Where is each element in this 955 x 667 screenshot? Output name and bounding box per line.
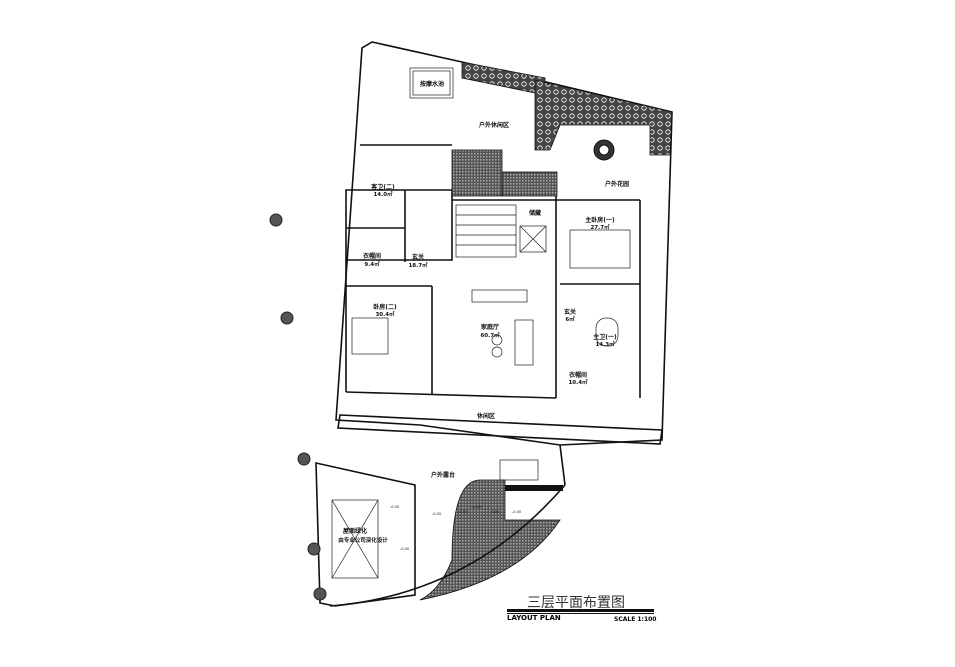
level-mark: -0.00 — [512, 510, 521, 514]
level-mark: -0.00 — [490, 510, 499, 514]
paved-area — [451, 149, 503, 197]
level-mark: -0.00 — [390, 505, 399, 509]
room-label: 户外休闲区 — [479, 121, 509, 129]
sofa — [514, 319, 534, 366]
island-counter — [471, 289, 528, 303]
planter-right — [534, 79, 673, 156]
room-area: 14.3㎡ — [595, 340, 615, 348]
level-mark: -0.00 — [458, 510, 467, 514]
room-area: 9.4㎡ — [364, 260, 380, 268]
title-underline — [507, 609, 654, 612]
drawing-title: 三层平面布置图 — [527, 595, 625, 611]
lower-terrace — [315, 444, 566, 607]
room-area: 14.0㎡ — [373, 190, 393, 198]
room-area: 10.4㎡ — [568, 378, 588, 386]
title-underline-thin — [507, 613, 654, 614]
bed-2 — [351, 317, 389, 355]
room-area: 27.7㎡ — [590, 223, 610, 231]
room-area: 6㎡ — [565, 315, 575, 323]
level-mark: -0.00 — [400, 547, 409, 551]
room-label: 休闲区 — [476, 412, 495, 420]
master-bed — [569, 229, 631, 269]
room-label: 衣帽间 — [363, 252, 381, 260]
building-outline — [335, 41, 673, 446]
level-mark: -0.00 — [432, 512, 441, 516]
room-label: 户外露台 — [431, 471, 455, 479]
massage-pool — [409, 67, 454, 99]
room-area: 18.7㎡ — [408, 261, 428, 269]
drawing-scale: SCALE 1:100 — [614, 616, 657, 623]
room-label: 户外花园 — [605, 180, 629, 188]
room-note: 由专业公司深化设计 — [338, 536, 388, 544]
room-label: 玄关 — [564, 308, 576, 316]
room-label: 家庭厅 — [481, 323, 499, 331]
room-label: 屋面绿化 — [343, 527, 367, 535]
drawing-subtitle: LAYOUT PLAN — [507, 614, 561, 622]
room-label: 按摩水池 — [420, 80, 444, 88]
room-label: 卧房(二) — [373, 303, 397, 311]
room-label: 客卫(二) — [370, 183, 395, 191]
room-area: 60.7㎡ — [480, 331, 500, 339]
room-area: 30.4㎡ — [375, 310, 395, 318]
grid-markers — [269, 213, 327, 601]
room-label: 储藏 — [528, 209, 541, 217]
room-label: 主卫(一) — [593, 333, 617, 341]
room-label: 主卧房(一) — [585, 216, 615, 224]
planter-top — [461, 61, 546, 96]
bathtub — [595, 317, 619, 347]
room-label: 玄关 — [412, 253, 424, 261]
room-label: 衣帽间 — [569, 371, 587, 379]
level-mark: -0.00 — [472, 505, 481, 509]
staircase — [455, 204, 547, 258]
